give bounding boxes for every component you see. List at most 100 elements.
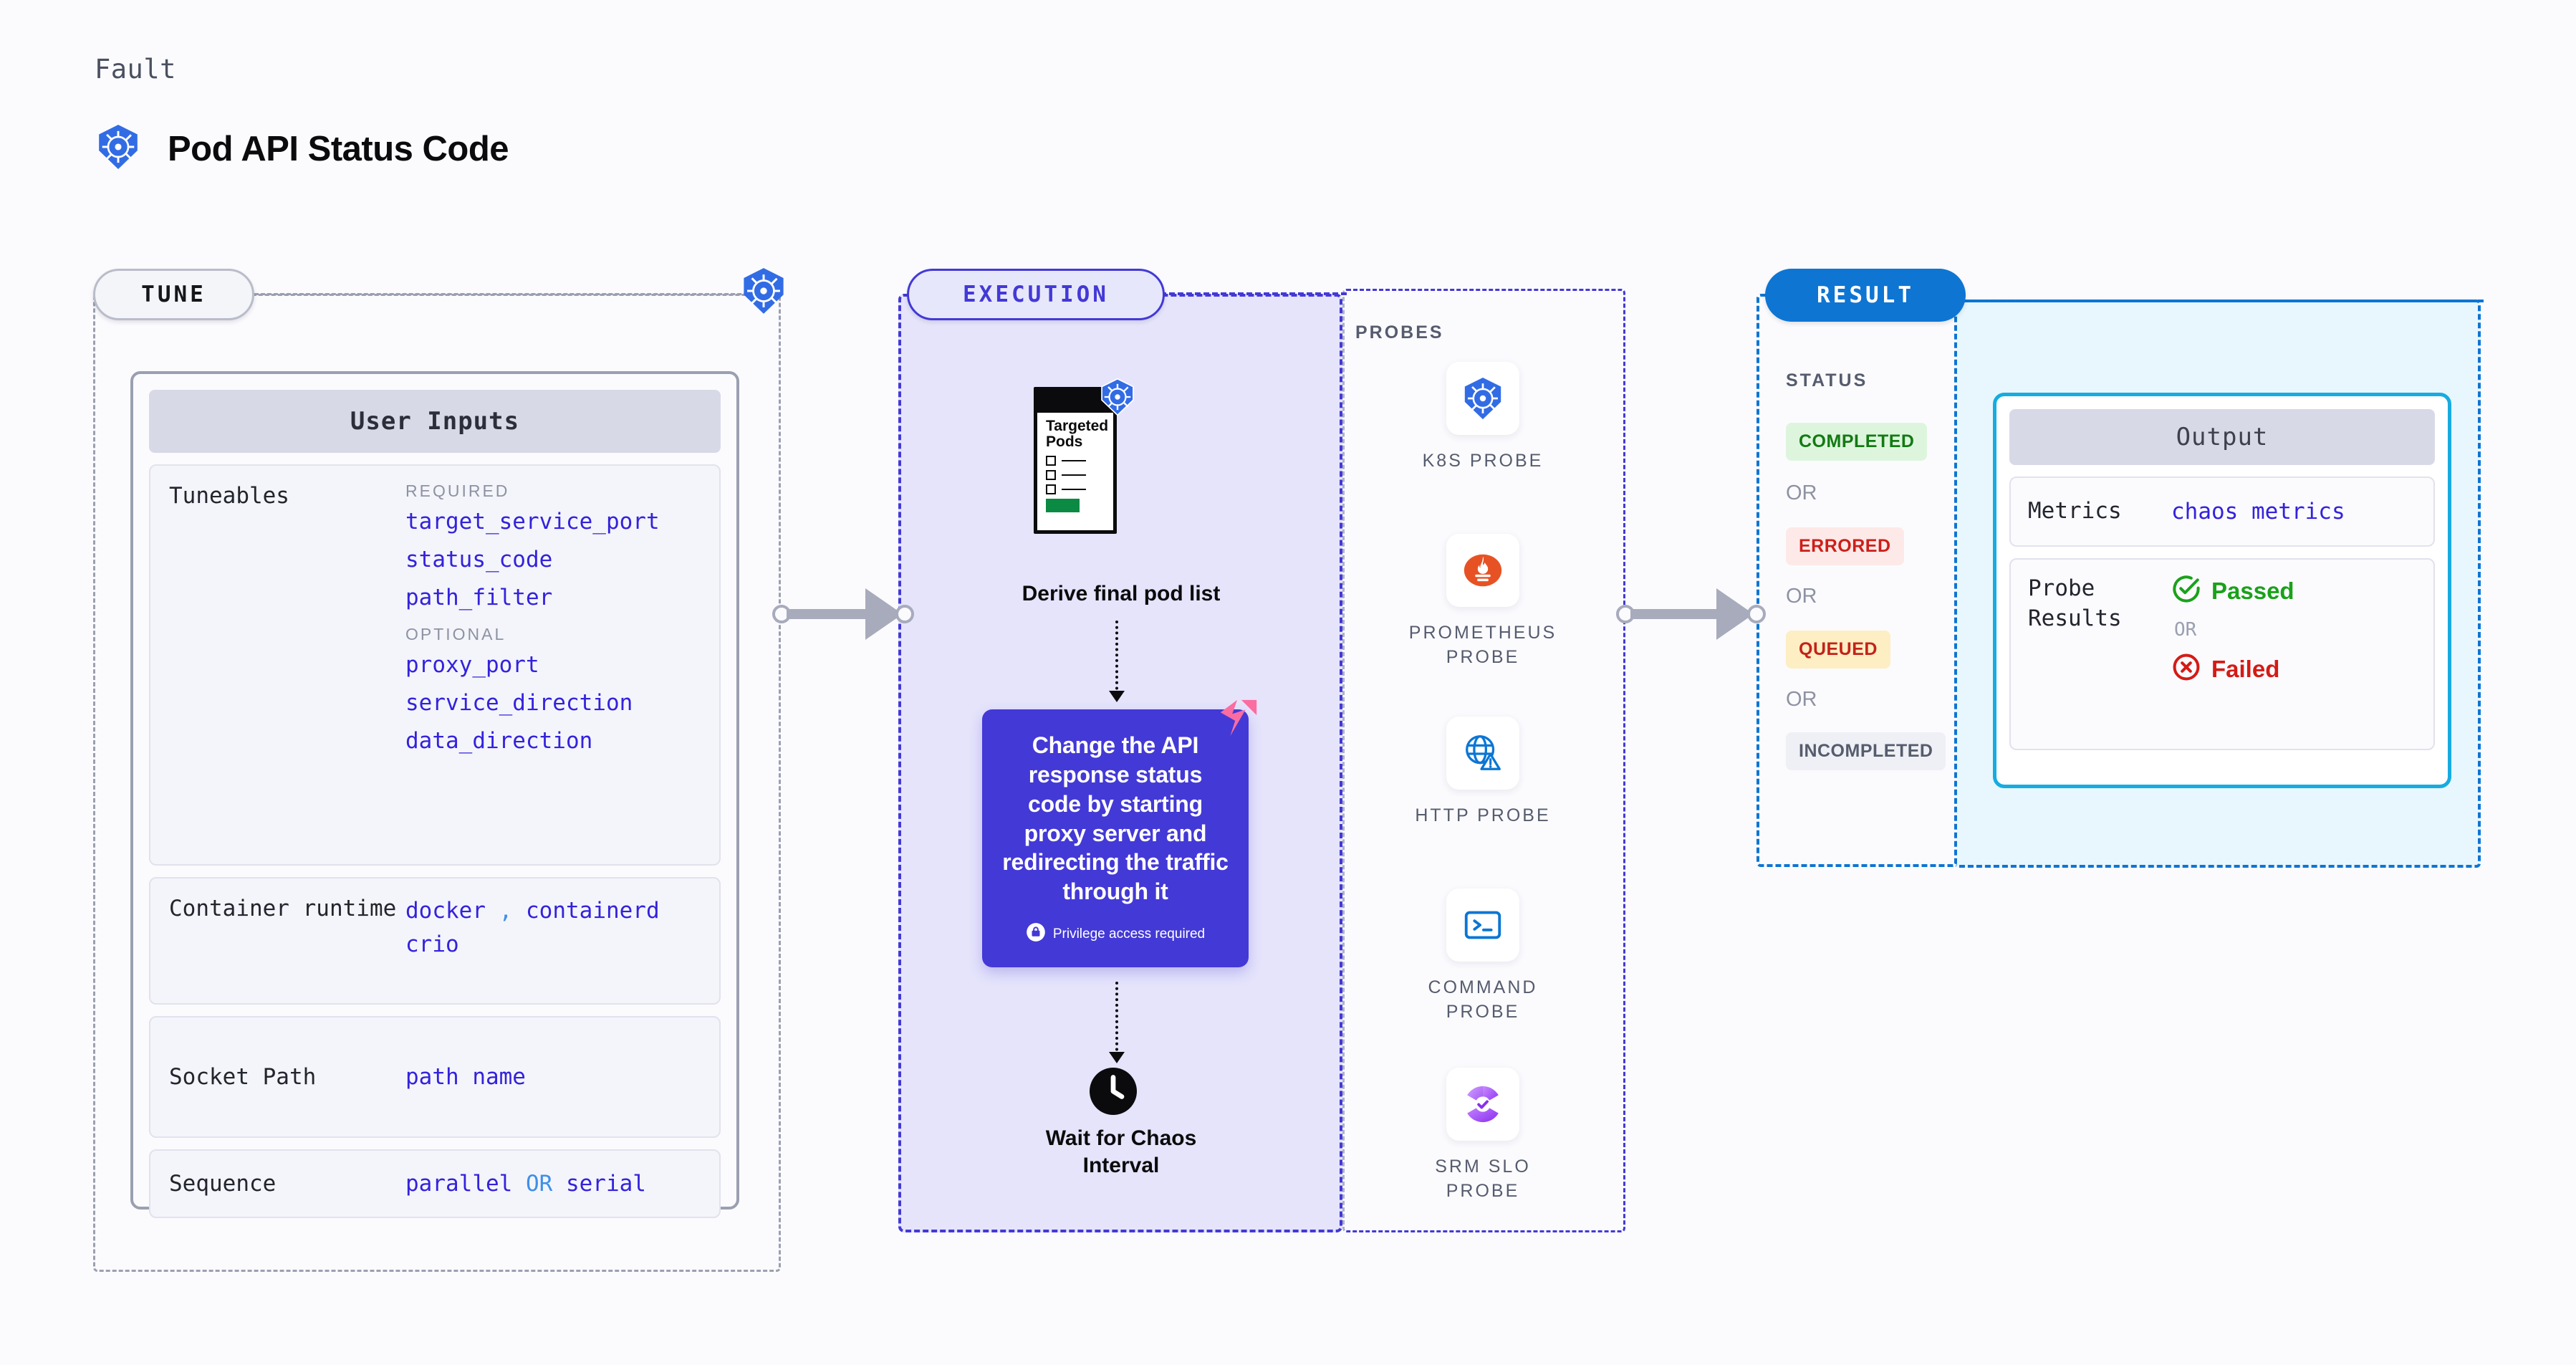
status-badge-queued: QUEUED	[1786, 631, 1890, 669]
probe-failed-label: Failed	[2211, 655, 2280, 682]
pods-card-list	[1046, 456, 1113, 495]
output-card-title: Output	[2009, 409, 2435, 465]
socket-path-row: Socket Path path name	[149, 1016, 721, 1138]
list-rule	[1062, 459, 1086, 462]
clock-icon	[1087, 1065, 1139, 1117]
probe-k8s[interactable]: K8S PROBE	[1383, 362, 1583, 474]
arrowhead-icon	[1109, 691, 1125, 702]
runtime-crio[interactable]: crio	[405, 931, 459, 957]
sequence-values: parallel OR serial	[405, 1167, 701, 1201]
sequence-parallel[interactable]: parallel	[405, 1170, 513, 1197]
kubernetes-icon	[1098, 378, 1137, 416]
probe-http[interactable]: HTTP PROBE	[1383, 717, 1583, 828]
connector-execution-to-result	[1616, 582, 1774, 646]
execution-stage-pill[interactable]: EXECUTION	[907, 269, 1165, 320]
socket-path-value[interactable]: path name	[405, 1063, 526, 1090]
required-group-label: REQUIRED	[405, 482, 510, 500]
result-stage-pill[interactable]: RESULT	[1765, 269, 1966, 322]
list-item	[1046, 456, 1113, 466]
kubernetes-icon	[739, 267, 788, 315]
status-or-label: OR	[1786, 585, 1817, 608]
user-inputs-title: User Inputs	[149, 390, 721, 453]
kubernetes-icon	[1446, 362, 1519, 435]
probe-label: K8S PROBE	[1422, 451, 1544, 471]
user-inputs-card: User Inputs Tuneables REQUIRED target_se…	[130, 371, 739, 1218]
socket-path-values: path name	[405, 1060, 701, 1094]
kubernetes-icon	[95, 123, 142, 174]
tuneable-data-direction[interactable]: data_direction	[405, 728, 593, 754]
runtime-docker[interactable]: docker	[405, 898, 486, 924]
pods-card-titlebar	[1037, 391, 1113, 413]
privilege-note-row: Privilege access required	[1026, 922, 1205, 946]
tuneables-label: Tuneables	[169, 483, 289, 509]
container-runtime-label: Container runtime	[169, 896, 397, 921]
probe-label: COMMAND PROBE	[1428, 977, 1538, 1022]
output-card: Output Metrics chaos metrics Probe Resul…	[1993, 393, 2451, 788]
probe-command[interactable]: COMMAND PROBE	[1383, 889, 1583, 1025]
checkbox-icon	[1046, 484, 1056, 495]
probe-result-failed: Failed	[2171, 652, 2416, 686]
status-badge-completed: COMPLETED	[1786, 423, 1928, 461]
connector-end-dot	[895, 605, 914, 623]
harness-logo-icon	[1216, 696, 1261, 740]
pods-card-title: Targeted Pods	[1046, 418, 1109, 451]
probe-srm-slo[interactable]: SRM SLO PROBE	[1383, 1068, 1583, 1204]
metrics-label: Metrics	[2028, 498, 2122, 525]
probe-passed-label: Passed	[2211, 577, 2294, 604]
tuneable-status-code[interactable]: status_code	[405, 547, 553, 573]
probe-or-label: OR	[2174, 619, 2197, 641]
runtime-separator: ,	[499, 898, 513, 924]
tuneables-values: REQUIRED target_service_port status_code…	[405, 482, 701, 755]
list-item	[1046, 470, 1113, 481]
status-badge-errored: ERRORED	[1786, 527, 1904, 565]
list-rule	[1062, 488, 1086, 491]
probe-result-passed: Passed	[2171, 574, 2416, 608]
chaos-action-card: Change the API response status code by s…	[982, 699, 1257, 967]
privilege-note-text: Privilege access required	[1052, 926, 1206, 942]
container-runtime-values: docker , containerd crio	[405, 894, 701, 961]
tuneable-service-direction[interactable]: service_direction	[405, 690, 633, 716]
sequence-label: Sequence	[169, 1170, 277, 1197]
probe-label: HTTP PROBE	[1415, 805, 1551, 825]
sequence-value: parallel OR serial	[405, 1167, 701, 1201]
metrics-row: Metrics chaos metrics	[2009, 476, 2435, 547]
connector-bar	[1630, 609, 1738, 619]
sequence-serial[interactable]: serial	[565, 1170, 646, 1197]
metrics-value[interactable]: chaos metrics	[2171, 499, 2345, 525]
tuneable-target-service-port[interactable]: target_service_port	[405, 509, 660, 535]
list-item	[1046, 484, 1113, 495]
wait-for-chaos-caption: Wait for Chaos Interval	[1045, 1126, 1197, 1177]
prometheus-icon	[1446, 534, 1519, 607]
chaos-action-text: Change the API response status code by s…	[1002, 732, 1229, 905]
tune-stage-pill[interactable]: TUNE	[93, 269, 254, 320]
terminal-icon	[1446, 889, 1519, 962]
connector-tune-to-execution	[772, 582, 915, 646]
result-connector-line	[1964, 300, 2484, 302]
execution-connector-line	[1160, 292, 1347, 295]
connector-bar	[787, 609, 887, 619]
arrowhead-icon	[1109, 1052, 1125, 1063]
container-runtime-row: Container runtime docker , containerd cr…	[149, 877, 721, 1005]
dotted-line	[1115, 982, 1118, 1062]
targeted-pods-card: Targeted Pods	[1034, 387, 1117, 534]
probe-prometheus[interactable]: PROMETHEUS PROBE	[1383, 534, 1583, 670]
sequence-row: Sequence parallel OR serial	[149, 1149, 721, 1218]
sequence-or-label: OR	[525, 1170, 553, 1197]
x-circle-icon	[2171, 652, 2201, 686]
probes-section-title: PROBES	[1355, 322, 1444, 343]
runtime-containerd[interactable]: containerd	[526, 898, 660, 924]
tuneable-proxy-port[interactable]: proxy_port	[405, 652, 539, 678]
tuneables-row: Tuneables REQUIRED target_service_port s…	[149, 464, 721, 866]
optional-group-label: OPTIONAL	[405, 625, 506, 643]
socket-path-label: Socket Path	[169, 1063, 317, 1090]
srm-slo-icon	[1446, 1068, 1519, 1141]
metrics-values: chaos metrics	[2171, 499, 2416, 525]
tuneable-path-filter[interactable]: path_filter	[405, 585, 553, 610]
pods-card-progress-bar	[1046, 499, 1080, 513]
probe-results-values: Passed OR Failed	[2171, 574, 2416, 686]
check-circle-icon	[2171, 574, 2201, 608]
tune-connector-line	[254, 293, 774, 295]
result-stage-panel	[1756, 294, 1957, 867]
probe-results-label: Probe Results	[2028, 575, 2122, 631]
